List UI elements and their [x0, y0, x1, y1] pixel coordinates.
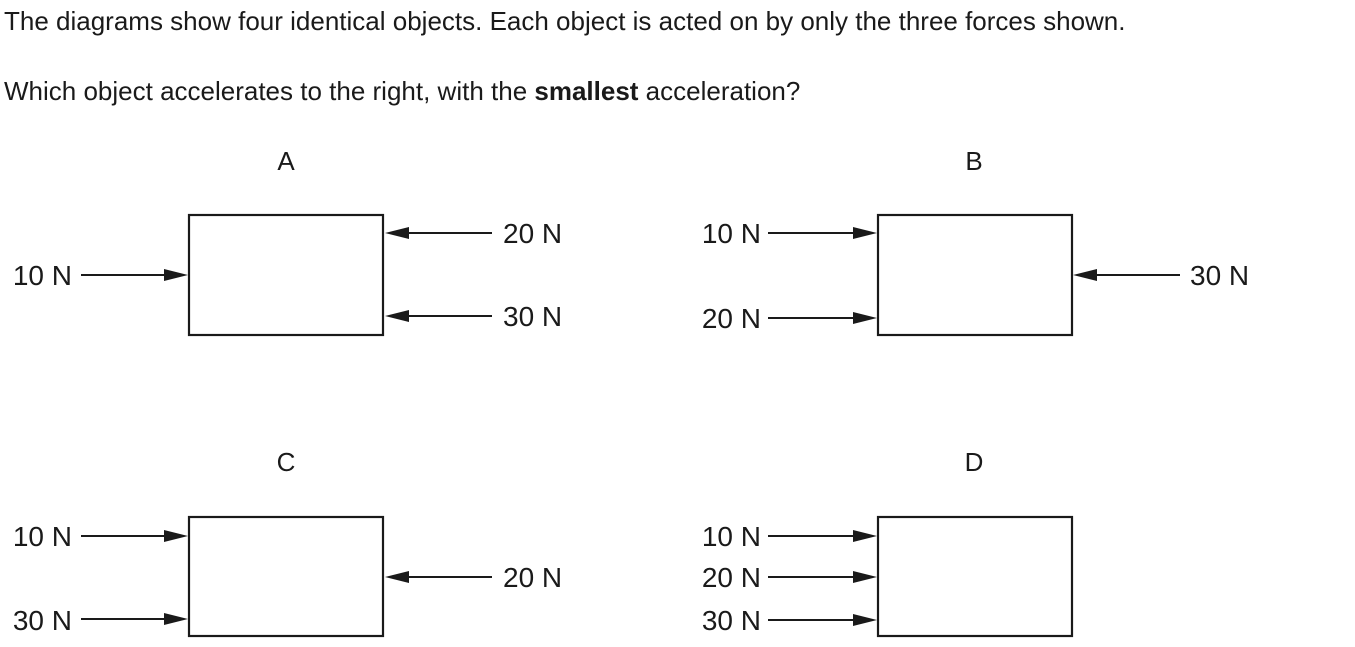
diagram-b-title: B: [965, 146, 982, 176]
question-intro: The diagrams show four identical objects…: [4, 6, 1126, 36]
force-c-1-arrow: [81, 530, 188, 542]
question-prompt-end: acceleration?: [638, 76, 801, 106]
force-b-1-label: 10 N: [702, 218, 761, 249]
diagram-a: A 10 N 20 N 30 N: [13, 146, 562, 337]
diagram-d: D 10 N 20 N 30 N: [702, 447, 1074, 638]
object-b: [876, 213, 1074, 337]
force-d-3-arrow: [768, 614, 877, 626]
diagram-a-title: A: [277, 146, 295, 176]
force-a-3-label: 30 N: [503, 301, 562, 332]
force-b-1-arrow: [768, 227, 877, 239]
force-b-3-arrow: [1073, 269, 1180, 281]
diagram-b: B 10 N 20 N 30 N: [702, 146, 1249, 337]
force-d-1-arrow: [768, 530, 877, 542]
force-c-2-label: 30 N: [13, 605, 72, 636]
force-c-1-label: 10 N: [13, 521, 72, 552]
force-c-3-arrow: [385, 571, 492, 583]
force-d-3-label: 30 N: [702, 605, 761, 636]
force-c-3-label: 20 N: [503, 562, 562, 593]
force-a-1-arrow: [81, 269, 188, 281]
force-a-2-arrow: [385, 227, 492, 239]
force-c-2-arrow: [81, 613, 188, 625]
diagram-c-title: C: [277, 447, 296, 477]
question-emphasis: smallest: [534, 76, 639, 106]
force-b-2-arrow: [768, 312, 877, 324]
object-a: [187, 213, 385, 337]
diagram-c: C 10 N 30 N 20 N: [13, 447, 562, 638]
force-d-2-label: 20 N: [702, 562, 761, 593]
diagram-d-title: D: [965, 447, 984, 477]
force-d-1-label: 10 N: [702, 521, 761, 552]
question-prompt: Which object accelerates to the right, w…: [4, 76, 800, 106]
force-b-3-label: 30 N: [1190, 260, 1249, 291]
force-b-2-label: 20 N: [702, 303, 761, 334]
force-a-1-label: 10 N: [13, 260, 72, 291]
object-c: [187, 515, 385, 638]
question-prompt-start: Which object accelerates to the right, w…: [4, 76, 535, 106]
force-a-3-arrow: [385, 310, 492, 322]
object-d: [876, 515, 1074, 638]
force-a-2-label: 20 N: [503, 218, 562, 249]
force-d-2-arrow: [768, 571, 877, 583]
